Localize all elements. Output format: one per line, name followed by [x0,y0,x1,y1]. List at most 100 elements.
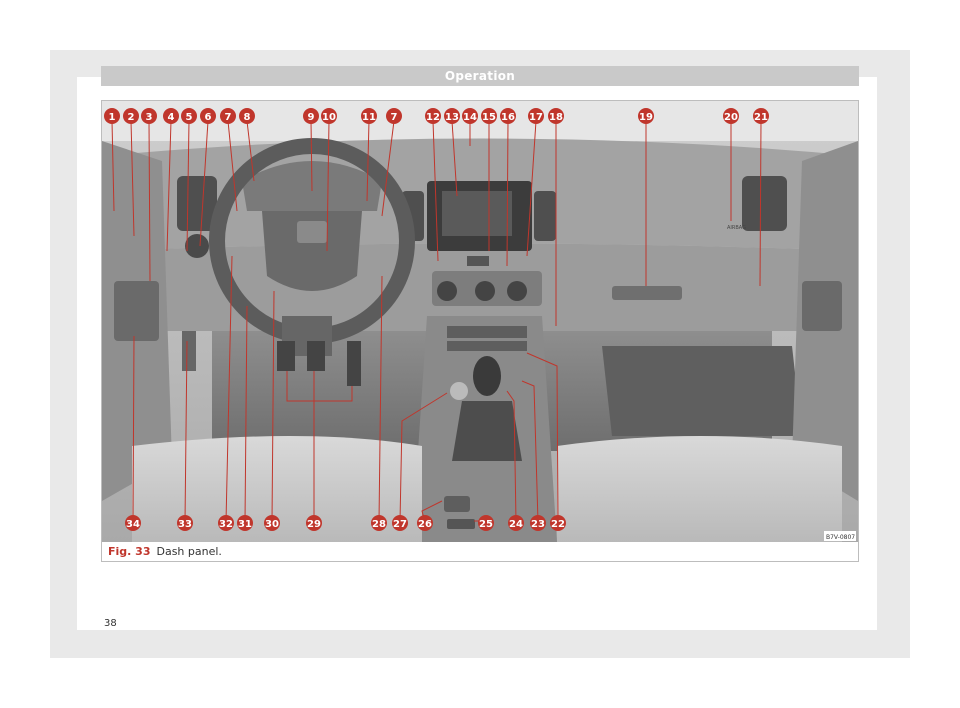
figure-caption-text: Dash panel. [156,545,222,558]
steering-wheel-hub [262,211,362,291]
callout-34: 34 [125,515,141,531]
leader-lines [111,120,762,523]
svg-text:6: 6 [205,112,212,123]
svg-text:31: 31 [238,519,252,530]
svg-text:19: 19 [639,112,653,123]
left-air-vent [177,176,217,231]
svg-text:4: 4 [168,112,175,123]
callout-9: 9 [303,108,319,124]
callout-29: 29 [306,515,322,531]
callout-15: 15 [481,108,497,124]
console-switch-row-1 [447,326,527,338]
clutch-pedal [277,341,295,371]
svg-text:24: 24 [509,519,523,530]
figure-caption: Fig. 33 Dash panel. [108,545,222,558]
svg-text:28: 28 [372,519,386,530]
callout-21: 21 [753,108,769,124]
svg-text:14: 14 [463,112,477,123]
callout-22: 22 [550,515,566,531]
console-storage [447,519,475,529]
callout-7b: 7 [386,108,402,124]
svg-text:5: 5 [186,112,193,123]
callout-30: 30 [264,515,280,531]
right-air-vent [742,176,787,231]
svg-text:11: 11 [362,112,376,123]
svg-text:17: 17 [529,112,543,123]
start-stop-button [450,382,468,400]
svg-text:12: 12 [426,112,440,123]
windshield [102,101,858,141]
svg-text:22: 22 [551,519,565,530]
brake-pedal [307,341,325,371]
svg-text:7: 7 [225,112,232,123]
callout-19: 19 [638,108,654,124]
infotainment-screen [442,191,512,236]
callout-18: 18 [548,108,564,124]
callout-8: 8 [239,108,255,124]
right-window-switch [802,281,842,331]
callout-24: 24 [508,515,524,531]
airbag-label: AIRBAG [727,225,746,231]
callout-17: 17 [528,108,544,124]
svg-text:26: 26 [418,519,432,530]
hazard-button [467,256,489,266]
driver-seat [132,436,422,542]
gear-lever-boot [452,401,522,461]
svg-text:27: 27 [393,519,407,530]
figure-code: B7V-0807 [826,534,855,541]
center-right-vent [534,191,556,241]
svg-text:2: 2 [128,112,135,123]
dash-panel-illustration: AIRBAG [102,101,858,542]
callouts-bottom: 34 33 32 31 30 29 28 27 26 25 24 23 22 [125,515,566,531]
callout-33: 33 [177,515,193,531]
console-switch-row-2 [447,341,527,351]
svg-text:10: 10 [322,112,336,123]
callout-10: 10 [321,108,337,124]
passenger-floor-mat [602,346,802,436]
svg-text:23: 23 [531,519,545,530]
figure-number: Fig. 33 [108,545,151,558]
callout-1: 1 [104,108,120,124]
callout-27: 27 [392,515,408,531]
svg-text:29: 29 [307,519,321,530]
svg-text:13: 13 [445,112,459,123]
climate-knob-center [475,281,495,301]
svg-text:33: 33 [178,519,192,530]
bonnet-release [182,331,196,371]
section-title: Operation [101,66,859,86]
svg-text:30: 30 [265,519,279,530]
svg-text:20: 20 [724,112,738,123]
callout-16: 16 [500,108,516,124]
svg-text:16: 16 [501,112,515,123]
callouts-top: 1 2 3 4 5 6 7 8 9 10 11 7 12 13 14 15 16… [104,108,769,124]
svg-text:34: 34 [126,519,140,530]
callout-13: 13 [444,108,460,124]
callout-14: 14 [462,108,478,124]
callout-11: 11 [361,108,377,124]
svg-text:1: 1 [109,112,116,123]
callout-31: 31 [237,515,253,531]
accelerator-pedal [347,341,361,386]
climate-knob-left [437,281,457,301]
passenger-seat [557,436,842,542]
svg-text:3: 3 [146,112,153,123]
gear-knob [473,356,501,396]
callout-28: 28 [371,515,387,531]
figure-code-box [824,531,856,541]
svg-text:25: 25 [479,519,493,530]
callout-6: 6 [200,108,216,124]
figure-frame: AIRBAG [101,100,859,562]
callout-32: 32 [218,515,234,531]
callout-3: 3 [141,108,157,124]
window-switch-panel [114,281,159,341]
svg-text:7: 7 [391,112,398,123]
svg-text:18: 18 [549,112,563,123]
svg-text:21: 21 [754,112,768,123]
seat-logo [297,221,327,243]
svg-text:9: 9 [308,112,315,123]
callout-20: 20 [723,108,739,124]
svg-text:15: 15 [482,112,496,123]
climate-knob-right [507,281,527,301]
glove-box-handle [612,286,682,300]
callout-23: 23 [530,515,546,531]
